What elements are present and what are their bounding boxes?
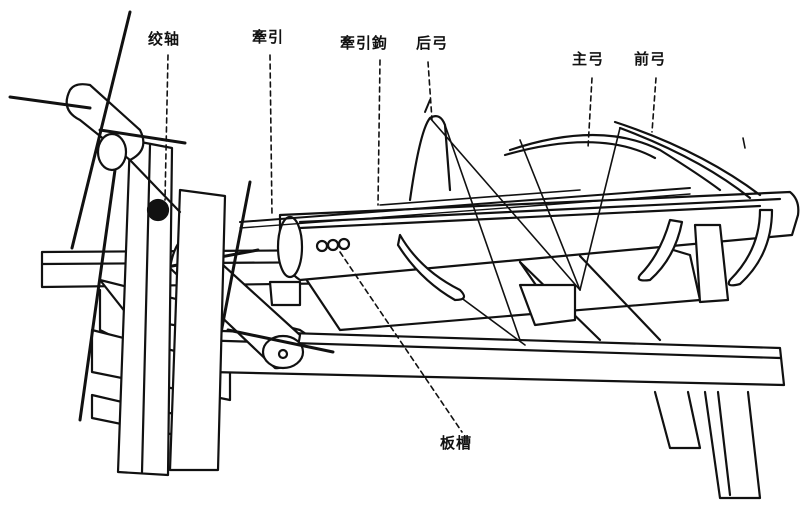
label-hou-gong: 后弓	[416, 34, 449, 52]
label-qianyin: 牽引	[252, 28, 285, 46]
main-bow	[503, 133, 722, 192]
leader-qianyin	[269, 54, 273, 217]
leader-qianyin-gou	[377, 59, 381, 206]
front-bow	[613, 120, 762, 200]
rear-winch-post	[116, 138, 227, 477]
rear-bow	[408, 99, 452, 202]
rear-winch-roller	[65, 83, 182, 222]
label-ban-cao: 板槽	[440, 434, 473, 452]
bow-arms-lower	[396, 208, 774, 302]
label-jiaozhou: 绞轴	[148, 30, 181, 48]
leader-zhu-gong	[587, 77, 593, 149]
label-qianyin-gou: 牽引鉤	[340, 34, 389, 52]
right-support	[693, 223, 730, 304]
stray-mark	[742, 137, 746, 149]
label-zhu-gong: 主弓	[572, 50, 605, 68]
rear-winch-spokes	[8, 10, 187, 422]
leader-lines	[164, 54, 657, 433]
leader-qian-gong	[651, 77, 657, 133]
leader-hou-gong	[427, 61, 433, 121]
leader-jiaozhou	[164, 54, 169, 201]
label-qian-gong: 前弓	[634, 50, 667, 68]
traction-rod	[239, 187, 691, 229]
right-front-leg	[653, 390, 762, 500]
leader-ban-cao	[339, 251, 463, 433]
